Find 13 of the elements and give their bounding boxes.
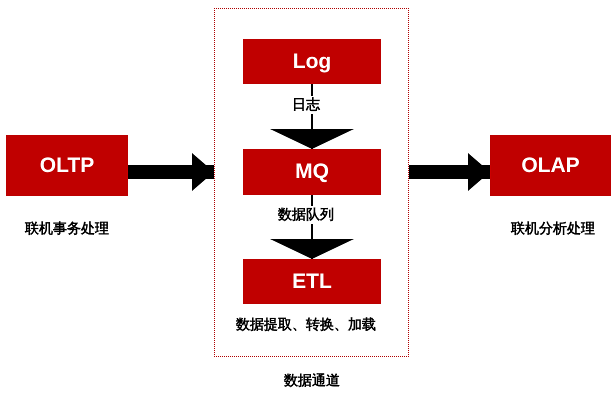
node-label: 联机分析处理 <box>511 220 595 238</box>
node-label: 数据提取、转换、加载 <box>236 316 376 334</box>
node-label: 日志 <box>292 96 320 114</box>
process-box: OLTP <box>6 135 128 196</box>
node-label: 数据队列 <box>278 206 334 224</box>
process-box: OLAP <box>490 135 611 196</box>
process-box: Log <box>243 39 381 84</box>
arrow <box>409 153 490 191</box>
process-box: MQ <box>243 149 381 195</box>
process-box: ETL <box>243 259 381 304</box>
arrow <box>128 153 214 191</box>
frame-title: 数据通道 <box>284 372 340 390</box>
node-label: 联机事务处理 <box>25 220 109 238</box>
